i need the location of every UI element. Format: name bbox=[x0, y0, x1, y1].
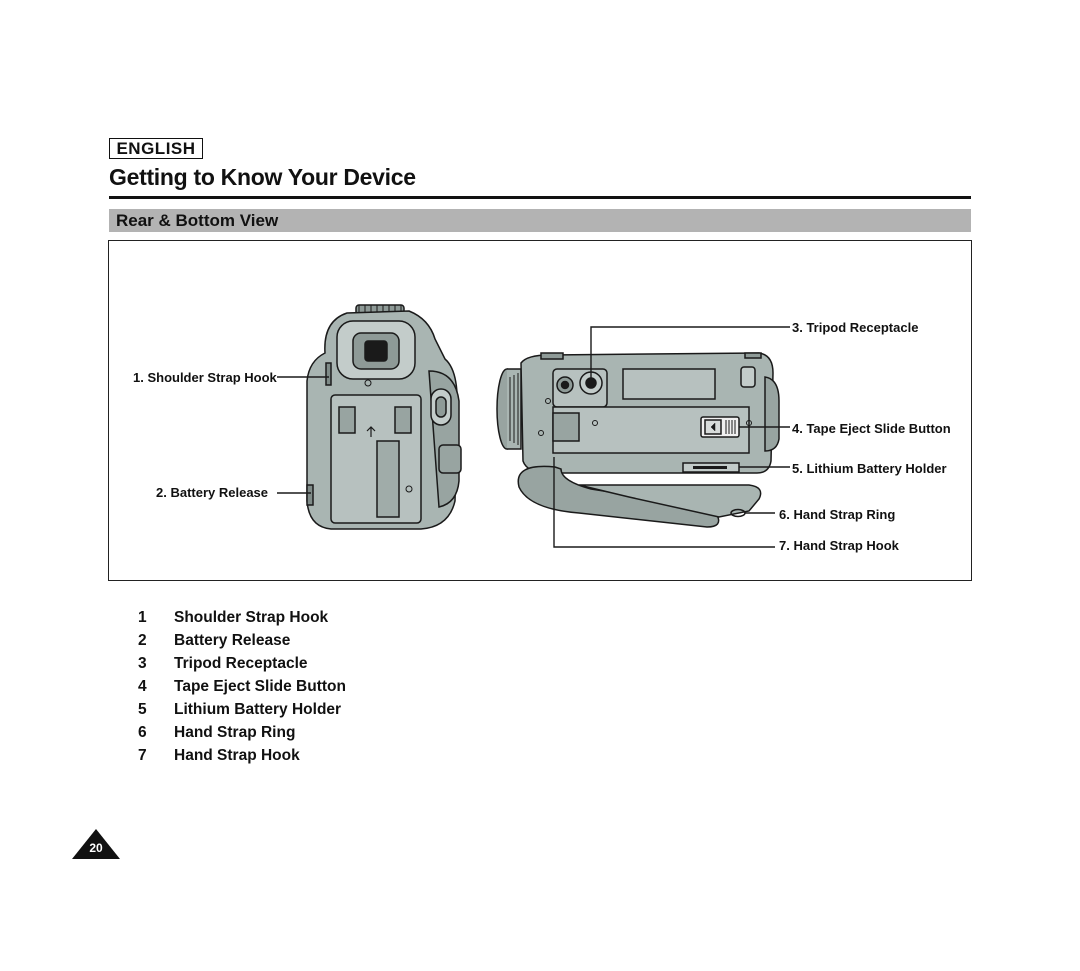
callout-tripod-receptacle: 3. Tripod Receptacle bbox=[792, 320, 919, 335]
list-item-number: 4 bbox=[138, 677, 147, 695]
list-item: 6 Hand Strap Ring bbox=[138, 721, 346, 744]
page-title: Getting to Know Your Device bbox=[109, 164, 416, 190]
callout-hand-strap-ring: 6. Hand Strap Ring bbox=[779, 507, 896, 522]
list-item-label: Tripod Receptacle bbox=[174, 654, 308, 672]
callout-hand-strap-hook: 7. Hand Strap Hook bbox=[779, 538, 899, 553]
camcorder-illustration bbox=[277, 304, 790, 548]
list-item-number: 1 bbox=[138, 608, 147, 626]
title-divider bbox=[109, 196, 971, 199]
list-item-number: 6 bbox=[138, 723, 147, 741]
page-number-badge: 20 bbox=[72, 829, 120, 859]
page-number: 20 bbox=[89, 841, 103, 855]
section-header-bar bbox=[109, 209, 971, 232]
callout-shoulder-strap-hook: 1. Shoulder Strap Hook bbox=[133, 370, 277, 385]
list-item-number: 3 bbox=[138, 654, 147, 672]
camcorder-figure: 1. Shoulder Strap Hook 2. Battery Releas… bbox=[108, 240, 972, 581]
language-badge: ENGLISH bbox=[109, 138, 203, 159]
list-item-number: 2 bbox=[138, 631, 147, 649]
list-item: 1 Shoulder Strap Hook bbox=[138, 606, 346, 629]
section-title: Rear & Bottom View bbox=[116, 211, 279, 230]
triangle-icon bbox=[72, 829, 120, 859]
list-item-label: Hand Strap Hook bbox=[174, 746, 300, 764]
list-item-label: Shoulder Strap Hook bbox=[174, 608, 329, 626]
list-item: 7 Hand Strap Hook bbox=[138, 744, 346, 767]
list-item: 2 Battery Release bbox=[138, 629, 346, 652]
list-item-label: Lithium Battery Holder bbox=[174, 700, 342, 718]
list-item-number: 5 bbox=[138, 700, 147, 718]
callout-tape-eject-slide-button: 4. Tape Eject Slide Button bbox=[792, 421, 951, 436]
list-item: 4 Tape Eject Slide Button bbox=[138, 675, 346, 698]
list-item-label: Tape Eject Slide Button bbox=[174, 677, 346, 695]
list-item-label: Battery Release bbox=[174, 631, 291, 649]
callout-battery-release: 2. Battery Release bbox=[156, 485, 269, 500]
list-item-number: 7 bbox=[138, 746, 147, 764]
list-item: 5 Lithium Battery Holder bbox=[138, 698, 346, 721]
list-item: 3 Tripod Receptacle bbox=[138, 652, 346, 675]
callout-lithium-battery-holder: 5. Lithium Battery Holder bbox=[792, 461, 947, 476]
list-item-label: Hand Strap Ring bbox=[174, 723, 296, 741]
